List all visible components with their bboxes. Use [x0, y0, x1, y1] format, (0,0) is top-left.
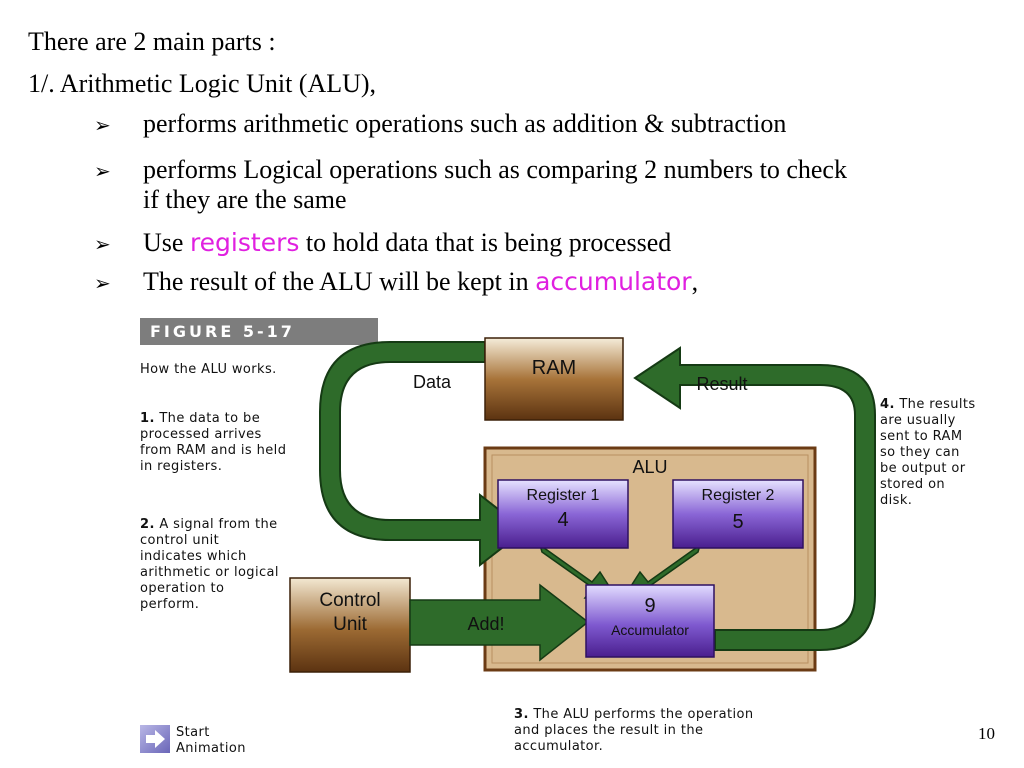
- register-2-value: 5: [732, 511, 743, 533]
- accumulator-highlight: accumulator: [535, 267, 692, 296]
- ram-label: RAM: [532, 357, 576, 379]
- step-2-description: A signal from the control unit indicates…: [140, 517, 279, 612]
- bullet-registers-pre: Use: [143, 228, 184, 257]
- control-unit-line2: Unit: [333, 614, 368, 635]
- alu-diagram: RAM ALU Data Result Register 1 4 Registe…: [289, 337, 876, 673]
- add-arrow: [409, 583, 590, 662]
- step-1-description: The data to be processed arrives from RA…: [140, 411, 287, 474]
- bullet-marker: ➢: [94, 159, 111, 183]
- register-1-label: Register 1: [527, 487, 600, 504]
- figure-title: FIGURE 5-17: [140, 318, 378, 345]
- step-4-number: 4.: [880, 397, 895, 412]
- bullet-registers-post: to hold data that is being processed: [305, 228, 672, 257]
- step-3-description: The ALU performs the operation and place…: [514, 707, 754, 754]
- accumulator-value: 9: [644, 595, 655, 617]
- bullet-marker: ➢: [94, 113, 111, 137]
- data-label: Data: [413, 372, 452, 392]
- result-arrow: [633, 346, 876, 651]
- step-1-number: 1.: [140, 411, 155, 426]
- step-2-text: 2. A signal from the control unit indica…: [140, 517, 280, 613]
- register-2-box: [672, 479, 804, 549]
- step-4-description: The results are usually sent to RAM so t…: [880, 397, 976, 508]
- start-label: Start: [176, 725, 210, 740]
- result-label: Result: [696, 374, 747, 394]
- control-unit-line1: Control: [319, 590, 380, 611]
- bullet-arithmetic: performs arithmetic operations such as a…: [143, 109, 787, 138]
- ram-box: [484, 337, 624, 421]
- bullet-accumulator-post: ,: [691, 267, 699, 296]
- control-unit-box: [289, 577, 411, 673]
- heading: There are 2 main parts :: [28, 27, 276, 56]
- bullet-marker: ➢: [94, 232, 111, 256]
- register-1-value: 4: [557, 509, 568, 531]
- accumulator-label: Accumulator: [611, 622, 689, 638]
- accumulator-box: [585, 584, 715, 658]
- bullet-logical-line1: performs Logical operations such as comp…: [143, 155, 847, 184]
- bullet-registers: Use registers to hold data that is being…: [143, 228, 671, 258]
- bullet-accumulator: The result of the ALU will be kept in ac…: [143, 267, 698, 297]
- step-3-text: 3. The ALU performs the operation and pl…: [514, 707, 779, 755]
- animation-label: Animation: [176, 741, 246, 756]
- page-number: 10: [978, 724, 995, 743]
- registers-highlight: registers: [189, 228, 300, 257]
- alu-label: ALU: [632, 457, 667, 477]
- add-label: Add!: [467, 614, 504, 634]
- bullet-accumulator-pre: The result of the ALU will be kept in: [143, 267, 529, 296]
- step-3-number: 3.: [514, 707, 529, 722]
- step-1-text: 1. The data to be processed arrives from…: [140, 411, 290, 475]
- step-4-text: 4. The results are usually sent to RAM s…: [880, 397, 980, 509]
- start-animation-icon[interactable]: [140, 725, 170, 753]
- alu-inner-border: [491, 454, 809, 664]
- register-2-label: Register 2: [702, 487, 775, 504]
- bullet-logical-line2: if they are the same: [143, 185, 347, 214]
- figure-caption: How the ALU works.: [140, 362, 277, 377]
- start-animation-button[interactable]: Start Animation: [176, 725, 266, 757]
- step-2-number: 2.: [140, 517, 155, 532]
- register-1-box: [497, 479, 629, 549]
- subheading: 1/. Arithmetic Logic Unit (ALU),: [28, 69, 377, 98]
- bullet-marker: ➢: [94, 271, 111, 295]
